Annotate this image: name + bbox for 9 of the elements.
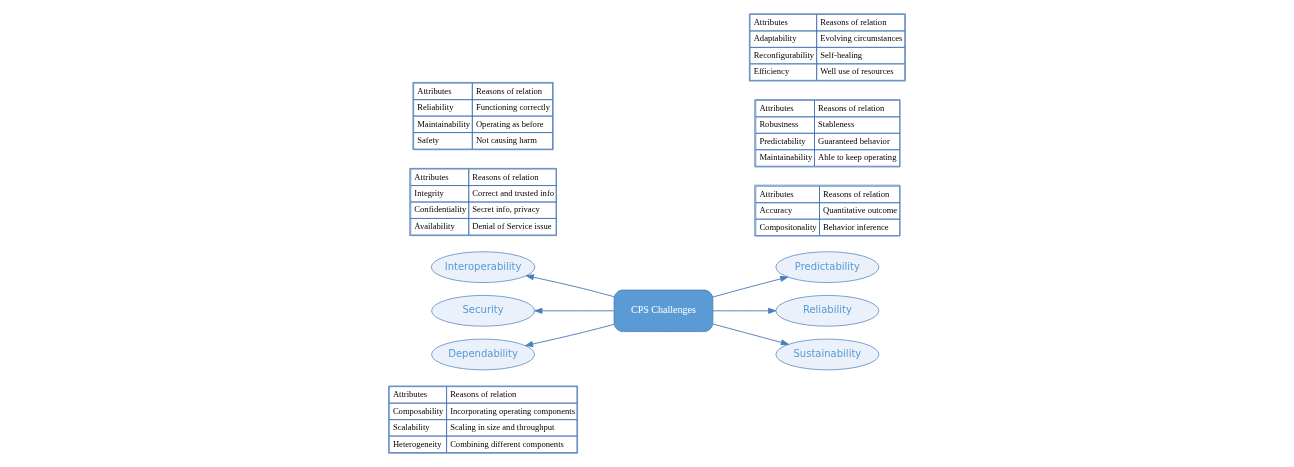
- arrow: [712, 275, 789, 298]
- arrow: [712, 307, 777, 314]
- arrow: [525, 274, 615, 298]
- node-ellipse: Security: [431, 295, 535, 327]
- node-ellipse: Reliability: [775, 295, 880, 327]
- arrow: [712, 323, 789, 346]
- arrow: [534, 307, 615, 314]
- node-box: CPS Challenges: [613, 289, 714, 332]
- arrow: [525, 323, 615, 347]
